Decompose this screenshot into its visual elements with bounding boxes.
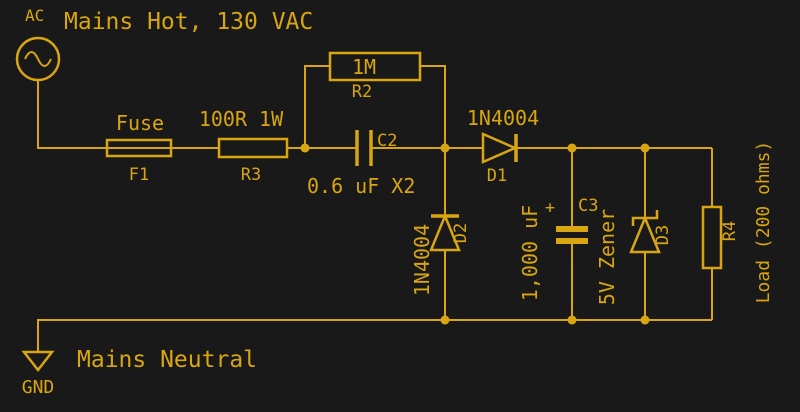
capacitor-c3-polarity-mark: + bbox=[545, 198, 555, 218]
wire-neutral-rail bbox=[37, 319, 712, 352]
capacitor-c3-plate-bottom bbox=[556, 238, 588, 244]
ac-source-type-label: AC bbox=[25, 6, 44, 25]
resistor-r2: 1M R2 bbox=[328, 51, 422, 102]
wire-r2-branch-left bbox=[304, 65, 330, 148]
diode-d1-value: 1N4004 bbox=[467, 106, 539, 130]
net-label-mains-neutral: Mains Neutral bbox=[77, 347, 257, 373]
junction-dot bbox=[640, 143, 650, 153]
capacitor-c2-value: 0.6 uF X2 bbox=[307, 174, 415, 198]
diode-d2: 1N4004 D2 bbox=[410, 212, 471, 296]
fuse-f1-ref: F1 bbox=[129, 165, 149, 185]
diode-d1: 1N4004 D1 bbox=[467, 106, 539, 186]
resistor-r2-value: 1M bbox=[352, 55, 376, 79]
diode-d2-ref: D2 bbox=[451, 223, 471, 243]
wires bbox=[37, 65, 713, 352]
capacitor-c3-plate-top bbox=[556, 226, 588, 232]
junction-dot bbox=[300, 143, 310, 153]
junction-dot bbox=[440, 143, 450, 153]
resistor-r2-body bbox=[328, 51, 422, 82]
resistor-r4: R4 Load (200 ohms) bbox=[701, 141, 774, 304]
wire-source-to-fuse bbox=[37, 80, 107, 149]
capacitor-c3-value: 1,000 uF bbox=[518, 205, 542, 301]
resistor-r3-body bbox=[217, 137, 289, 159]
zener-d3-triangle bbox=[629, 214, 661, 254]
resistor-r4-ref: R4 bbox=[720, 221, 740, 241]
gnd-triangle-icon bbox=[21, 350, 55, 373]
diode-d1-triangle bbox=[481, 132, 519, 164]
zener-d3-value: 5V Zener bbox=[595, 209, 619, 305]
diode-d2-value: 1N4004 bbox=[410, 224, 434, 296]
junction-dot bbox=[640, 315, 650, 325]
junction-dots bbox=[300, 143, 650, 325]
ac-source-symbol: AC bbox=[15, 6, 61, 82]
capacitor-c3-ref: C3 bbox=[578, 196, 598, 216]
fuse-f1-value: Fuse bbox=[116, 111, 164, 135]
junction-dot bbox=[567, 143, 577, 153]
net-label-mains-hot: Mains Hot, 130 VAC bbox=[64, 9, 313, 35]
gnd-symbol: GND bbox=[21, 350, 55, 398]
capacitor-c3: + C3 1,000 uF bbox=[518, 196, 598, 301]
zener-d3: 5V Zener D3 bbox=[595, 209, 673, 305]
resistor-r2-ref: R2 bbox=[352, 82, 372, 102]
diode-d1-ref: D1 bbox=[487, 166, 507, 186]
junction-dot bbox=[567, 315, 577, 325]
wire-r2-branch-right bbox=[420, 65, 446, 148]
zener-d3-ref: D3 bbox=[653, 225, 673, 245]
resistor-r4-value: Load (200 ohms) bbox=[753, 141, 774, 304]
capacitor-c2-ref: C2 bbox=[377, 131, 397, 151]
diode-d2-triangle bbox=[429, 212, 461, 252]
resistor-r3: 100R 1W R3 bbox=[199, 107, 289, 185]
gnd-label: GND bbox=[22, 377, 55, 398]
resistor-r3-value: 100R 1W bbox=[199, 107, 284, 131]
junction-dot bbox=[440, 315, 450, 325]
sine-wave-icon bbox=[24, 51, 52, 67]
ac-source-circle bbox=[15, 36, 61, 82]
fuse-f1: Fuse F1 bbox=[105, 111, 173, 185]
capacitor-c2: C2 0.6 uF X2 bbox=[307, 130, 415, 198]
resistor-r3-ref: R3 bbox=[241, 165, 261, 185]
resistor-r4-body bbox=[701, 205, 723, 270]
